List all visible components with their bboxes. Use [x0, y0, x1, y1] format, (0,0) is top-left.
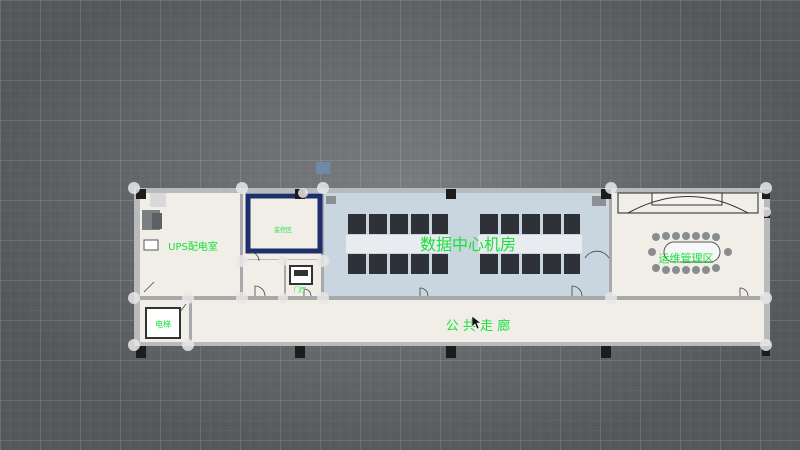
small-room-label: 门厅 [294, 286, 306, 294]
rack[interactable] [411, 254, 429, 274]
wall [189, 296, 192, 342]
rack[interactable] [522, 214, 540, 234]
rack[interactable] [480, 254, 498, 274]
rack[interactable] [432, 254, 448, 274]
equipment-box [592, 196, 606, 206]
hall-floor[interactable] [242, 260, 284, 297]
resize-handle[interactable] [278, 256, 288, 266]
resize-handle[interactable] [236, 255, 248, 267]
cursor-icon [471, 315, 482, 330]
resize-handle[interactable] [317, 292, 329, 304]
resize-handle[interactable] [182, 339, 194, 351]
ups-cabinet [150, 193, 166, 207]
resize-handle[interactable] [236, 182, 248, 194]
equipment-box [326, 196, 336, 204]
resize-handle[interactable] [761, 207, 771, 217]
rack-group-left[interactable] [346, 214, 450, 274]
rack-group-right[interactable] [478, 214, 582, 274]
wall [240, 193, 243, 297]
rack[interactable] [564, 214, 580, 234]
resize-handle[interactable] [236, 292, 248, 304]
resize-handle[interactable] [298, 188, 308, 198]
cold-aisle [346, 235, 450, 253]
rack[interactable] [411, 214, 429, 234]
resize-handle[interactable] [605, 292, 617, 304]
monitor-console [262, 204, 306, 242]
rack[interactable] [543, 254, 561, 274]
rack[interactable] [369, 254, 387, 274]
resize-handle[interactable] [128, 292, 140, 304]
rooftop-unit [316, 162, 330, 174]
rack[interactable] [480, 214, 498, 234]
wall [609, 193, 612, 297]
elevator-label: 电梯 [155, 319, 171, 329]
rack[interactable] [390, 214, 408, 234]
ops-conference-table [617, 192, 759, 274]
datacenter-label: 数据中心机房 [420, 235, 516, 254]
resize-handle[interactable] [128, 339, 140, 351]
monitor-room-wall [245, 193, 323, 254]
resize-handle[interactable] [760, 292, 772, 304]
rack[interactable] [522, 254, 540, 274]
selection-handles[interactable] [128, 182, 772, 351]
resize-handle[interactable] [317, 255, 329, 267]
resize-handle[interactable] [317, 182, 329, 194]
resize-handle[interactable] [605, 182, 617, 194]
rack[interactable] [501, 254, 519, 274]
wall [140, 296, 764, 300]
resize-handle[interactable] [128, 182, 140, 194]
rack[interactable] [348, 214, 366, 234]
ups-room-label: UPS配电室 [168, 240, 218, 253]
doors [143, 250, 749, 313]
ops-room-label: 运维管理区 [659, 251, 714, 265]
equipment-box [294, 270, 308, 276]
resize-handle[interactable] [278, 293, 288, 303]
ups-cabinet [152, 213, 162, 229]
rack[interactable] [543, 214, 561, 234]
wall [284, 259, 286, 297]
resize-handle[interactable] [182, 292, 194, 304]
resize-handle[interactable] [760, 182, 772, 194]
ups-cabinet [143, 239, 159, 251]
rack[interactable] [348, 254, 366, 274]
resize-handle[interactable] [760, 339, 772, 351]
rack[interactable] [390, 254, 408, 274]
cold-aisle [478, 235, 582, 253]
rack[interactable] [369, 214, 387, 234]
elevator-car [145, 307, 181, 339]
rack[interactable] [501, 214, 519, 234]
rack[interactable] [432, 214, 448, 234]
monitor-room-label: 监控区 [274, 226, 292, 234]
rack[interactable] [564, 254, 580, 274]
